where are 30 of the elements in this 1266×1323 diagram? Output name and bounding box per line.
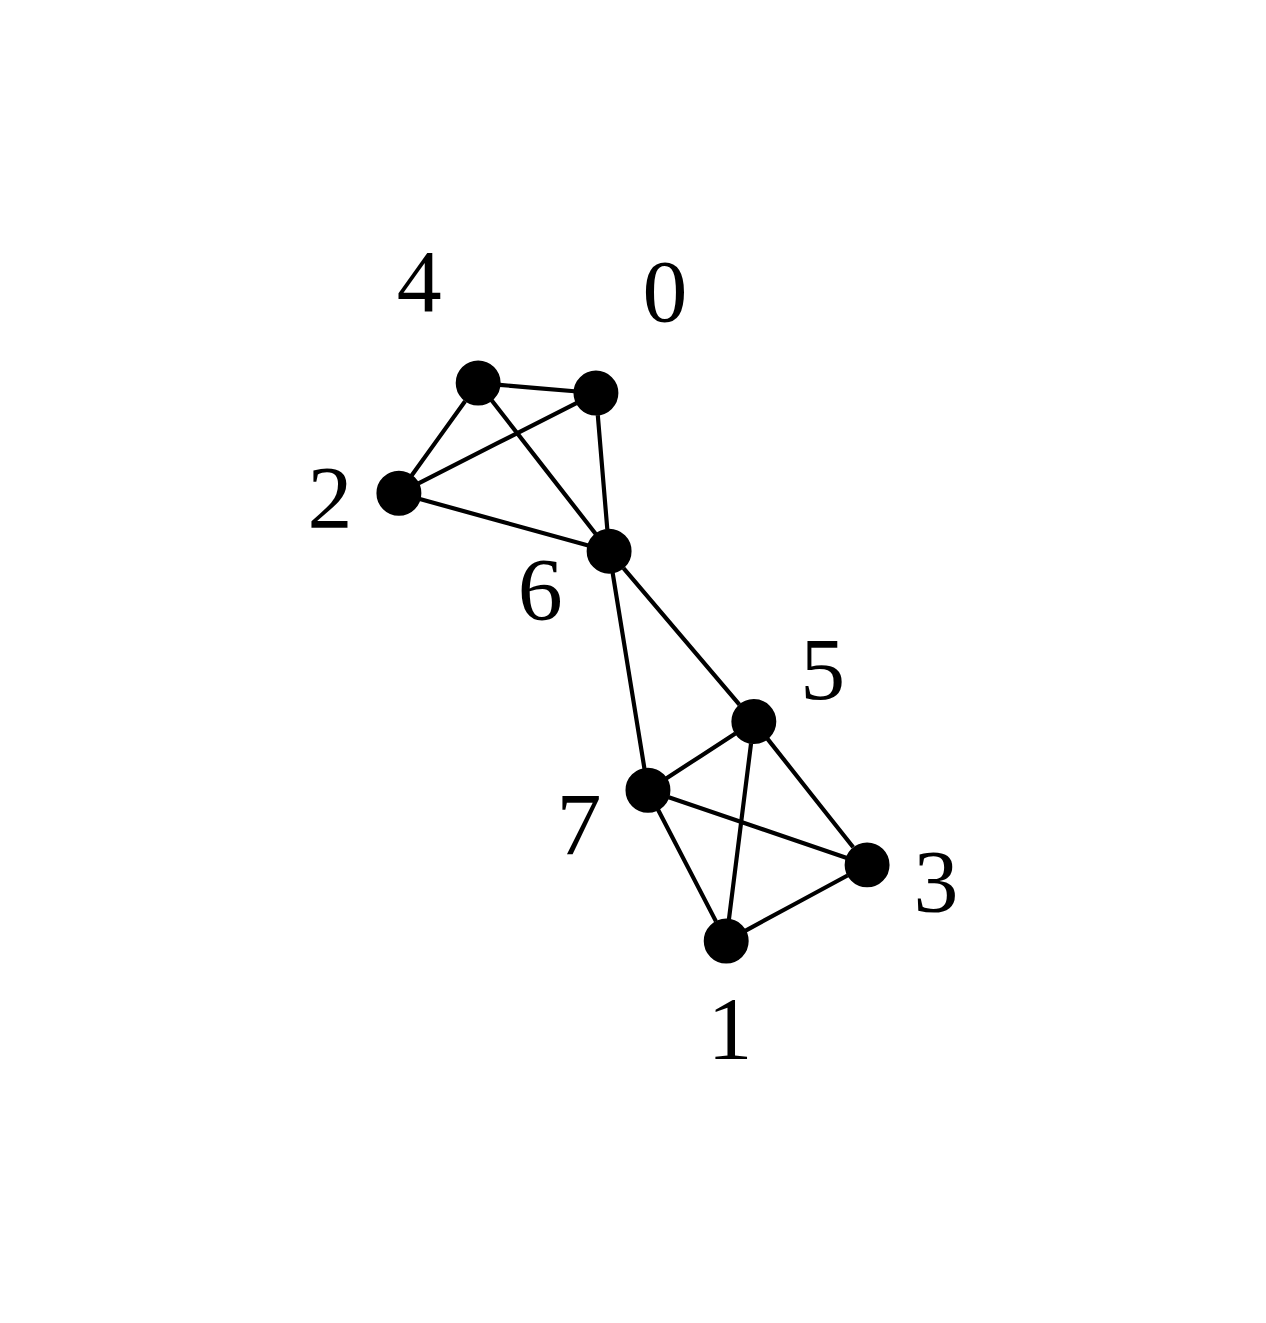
connector (668, 794, 848, 860)
node-label: 2 (307, 446, 353, 546)
node-circle (703, 918, 749, 964)
connector (417, 400, 578, 485)
connector (665, 731, 737, 780)
node-circle (731, 698, 777, 744)
node-label: 5 (800, 618, 846, 718)
node-circle (844, 841, 890, 887)
node-circle (376, 470, 422, 516)
node-label: 3 (913, 830, 959, 930)
connector (743, 873, 849, 933)
connector (765, 736, 855, 849)
node-circle (625, 767, 671, 813)
connector (419, 496, 589, 547)
connector (595, 414, 610, 530)
connector (409, 399, 467, 477)
connector (610, 571, 647, 769)
connector (621, 566, 741, 706)
connector (489, 397, 598, 536)
node-label: 4 (396, 230, 442, 330)
node-label: 0 (642, 240, 688, 340)
node-label: 1 (707, 977, 753, 1077)
node-circle (455, 360, 501, 405)
node-label: 6 (517, 538, 563, 638)
node-circle (573, 370, 619, 416)
connector (499, 382, 575, 393)
connector (726, 742, 754, 920)
node-circle (586, 528, 632, 574)
connector (656, 808, 718, 922)
node-label: 7 (556, 773, 602, 873)
